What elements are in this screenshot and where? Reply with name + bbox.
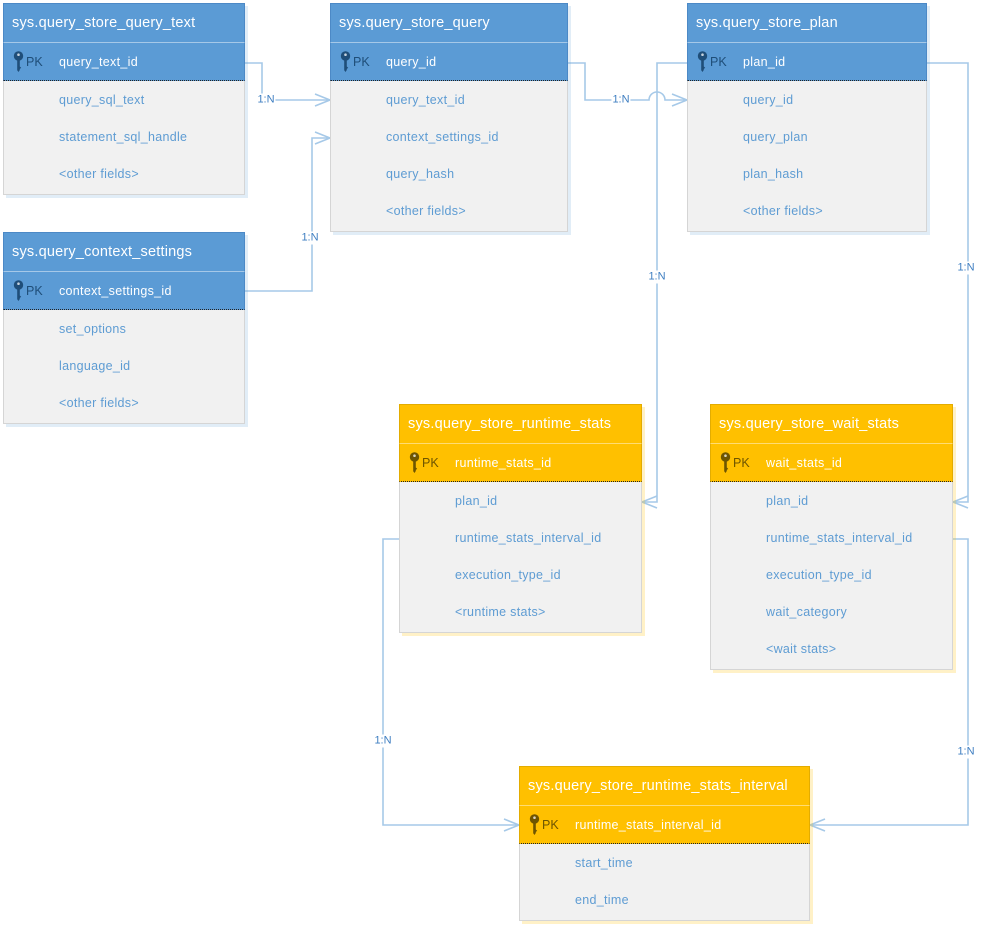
key-icon bbox=[339, 50, 352, 73]
field-row: execution_type_id bbox=[766, 567, 872, 582]
primary-key-row: PK context_settings_id bbox=[3, 272, 245, 310]
table-header: sys.query_store_runtime_stats bbox=[399, 404, 642, 444]
cardinality-label: 1:N bbox=[647, 270, 667, 284]
pk-field-name: plan_id bbox=[743, 54, 786, 69]
field-row: language_id bbox=[59, 358, 131, 373]
field-row: <wait stats> bbox=[766, 641, 837, 656]
field-row: execution_type_id bbox=[455, 567, 561, 582]
table-name: sys.query_store_query bbox=[339, 15, 490, 31]
key-icon bbox=[12, 50, 25, 73]
primary-key-row: PK query_id bbox=[330, 43, 568, 81]
pk-tag: PK bbox=[26, 54, 43, 69]
field-row: <other fields> bbox=[743, 203, 823, 218]
pk-tag: PK bbox=[542, 817, 559, 832]
entity-table-query-store-runtime-stats[interactable]: sys.query_store_runtime_stats PK runtime… bbox=[399, 404, 642, 633]
cardinality-label: 1:N bbox=[956, 745, 976, 759]
entity-table-query-store-wait-stats[interactable]: sys.query_store_wait_stats PK wait_stats… bbox=[710, 404, 953, 670]
table-header: sys.query_store_query_text bbox=[3, 3, 245, 43]
entity-table-query-context-settings[interactable]: sys.query_context_settings PK context_se… bbox=[3, 232, 245, 424]
primary-key-row: PK wait_stats_id bbox=[710, 444, 953, 482]
table-header: sys.query_context_settings bbox=[3, 232, 245, 272]
field-row: <other fields> bbox=[59, 166, 139, 181]
field-row: query_plan bbox=[743, 129, 808, 144]
pk-field-name: runtime_stats_interval_id bbox=[575, 817, 722, 832]
field-row: query_text_id bbox=[386, 92, 465, 107]
primary-key-row: PK query_text_id bbox=[3, 43, 245, 81]
field-row: set_options bbox=[59, 321, 127, 336]
pk-tag: PK bbox=[710, 54, 727, 69]
pk-field-name: wait_stats_id bbox=[766, 455, 843, 470]
key-icon bbox=[696, 50, 709, 73]
pk-field-name: query_id bbox=[386, 54, 437, 69]
field-list: set_options language_id <other fields> bbox=[3, 310, 245, 424]
entity-table-query-store-runtime-stats-interval[interactable]: sys.query_store_runtime_stats_interval P… bbox=[519, 766, 810, 921]
field-row: plan_hash bbox=[743, 166, 804, 181]
primary-key-row: PK runtime_stats_interval_id bbox=[519, 806, 810, 844]
pk-field-name: context_settings_id bbox=[59, 283, 172, 298]
table-name: sys.query_store_wait_stats bbox=[719, 416, 900, 432]
field-row: query_sql_text bbox=[59, 92, 145, 107]
connector-contextsettings-to-query[interactable] bbox=[245, 131, 333, 292]
field-list: query_text_id context_settings_id query_ha… bbox=[330, 81, 568, 232]
connector-plan-to-runtimestats[interactable] bbox=[639, 62, 687, 509]
field-list: start_time end_time bbox=[519, 844, 810, 921]
cardinality-label: 1:N bbox=[956, 261, 976, 275]
field-list: query_sql_text statement_sql_handle <other… bbox=[3, 81, 245, 195]
entity-table-query-store-query[interactable]: sys.query_store_query PK query_id query_… bbox=[330, 3, 568, 232]
table-name: sys.query_store_runtime_stats_interval bbox=[528, 778, 788, 794]
field-row: runtime_stats_interval_id bbox=[455, 530, 602, 545]
cardinality-label: 1:N bbox=[611, 93, 631, 107]
field-row: runtime_stats_interval_id bbox=[766, 530, 913, 545]
field-row: query_id bbox=[743, 92, 794, 107]
key-icon bbox=[408, 451, 421, 474]
table-header: sys.query_store_runtime_stats_interval bbox=[519, 766, 810, 806]
field-list: query_id query_plan plan_hash <other fields… bbox=[687, 81, 927, 232]
table-header: sys.query_store_wait_stats bbox=[710, 404, 953, 444]
key-icon bbox=[719, 451, 732, 474]
primary-key-row: PK plan_id bbox=[687, 43, 927, 81]
pk-field-name: runtime_stats_id bbox=[455, 455, 552, 470]
connector-waitstats-to-interval[interactable] bbox=[807, 538, 969, 832]
cardinality-label: 1:N bbox=[300, 231, 320, 245]
table-name: sys.query_store_query_text bbox=[12, 15, 196, 31]
table-name: sys.query_store_plan bbox=[696, 15, 838, 31]
field-row: <other fields> bbox=[59, 395, 139, 410]
cardinality-label: 1:N bbox=[256, 93, 276, 107]
field-row: query_hash bbox=[386, 166, 455, 181]
cardinality-label: 1:N bbox=[373, 734, 393, 748]
table-header: sys.query_store_query bbox=[330, 3, 568, 43]
entity-table-query-store-query-text[interactable]: sys.query_store_query_text PK query_text… bbox=[3, 3, 245, 195]
pk-tag: PK bbox=[26, 283, 43, 298]
field-list: plan_id runtime_stats_interval_id executio… bbox=[710, 482, 953, 670]
connector-plan-to-waitstats[interactable] bbox=[927, 62, 969, 509]
pk-field-name: query_text_id bbox=[59, 54, 138, 69]
field-row: context_settings_id bbox=[386, 129, 499, 144]
table-name: sys.query_store_runtime_stats bbox=[408, 416, 612, 432]
table-name: sys.query_context_settings bbox=[12, 244, 193, 260]
field-row: <other fields> bbox=[386, 203, 466, 218]
pk-tag: PK bbox=[353, 54, 370, 69]
field-row: plan_id bbox=[766, 493, 809, 508]
field-row: statement_sql_handle bbox=[59, 129, 188, 144]
pk-tag: PK bbox=[422, 455, 439, 470]
entity-table-query-store-plan[interactable]: sys.query_store_plan PK plan_id query_id… bbox=[687, 3, 927, 232]
field-row: end_time bbox=[575, 892, 629, 907]
field-row: <runtime stats> bbox=[455, 604, 546, 619]
field-row: wait_category bbox=[766, 604, 848, 619]
field-row: start_time bbox=[575, 855, 633, 870]
pk-tag: PK bbox=[733, 455, 750, 470]
table-header: sys.query_store_plan bbox=[687, 3, 927, 43]
field-list: plan_id runtime_stats_interval_id executio… bbox=[399, 482, 642, 633]
field-row: plan_id bbox=[455, 493, 498, 508]
primary-key-row: PK runtime_stats_id bbox=[399, 444, 642, 482]
key-icon bbox=[528, 813, 541, 836]
key-icon bbox=[12, 279, 25, 302]
